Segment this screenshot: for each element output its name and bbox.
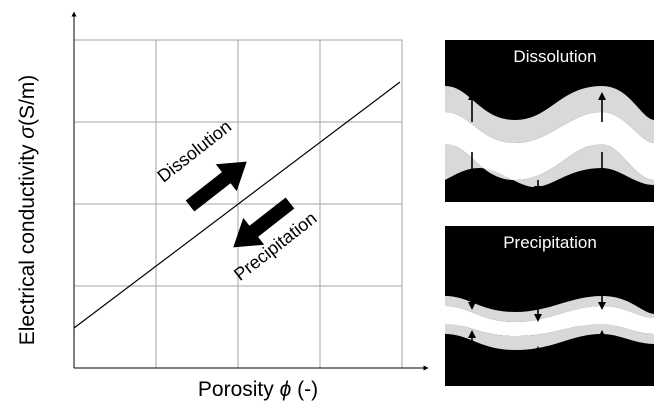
plot-area: Dissolution Precipitation (71, 11, 429, 371)
dissolution-arrow (185, 161, 247, 212)
dissolution-panel: Dissolution (445, 40, 654, 202)
x-axis-label-prefix: Porosity (198, 378, 280, 401)
pore-space (445, 324, 654, 336)
y-axis-label: Electrical conductivity σ(S/m) (16, 75, 39, 346)
precipitation-arrow (233, 197, 295, 248)
y-axis-label-prefix: Electrical conductivity (16, 139, 39, 346)
dissolution-panel-title: Dissolution (513, 47, 596, 66)
precipitation-panel-title: Precipitation (503, 233, 597, 252)
trend-line (73, 81, 401, 329)
phi-symbol: ϕ (280, 378, 292, 401)
precipitation-panel: Precipitation (445, 226, 654, 386)
pore-space (445, 306, 654, 326)
y-axis-unit: (S/m) (16, 75, 39, 126)
pore-space (445, 144, 654, 180)
x-axis-label: Porosity ϕ (-) (198, 378, 318, 401)
sigma-symbol: σ (16, 125, 39, 139)
x-axis-unit: (-) (291, 378, 318, 401)
